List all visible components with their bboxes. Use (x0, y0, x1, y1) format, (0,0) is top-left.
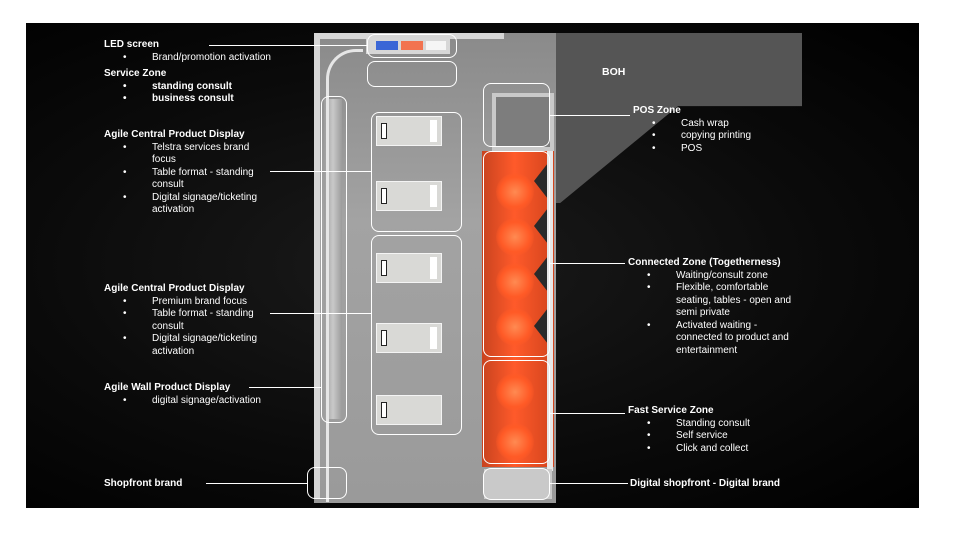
booth-seat (534, 256, 548, 292)
zone-item: Click and collect (628, 443, 750, 456)
zone-item: Digital signage/ticketing activation (104, 192, 269, 217)
zone-title: Service Zone (104, 68, 167, 79)
central-display-1-outline (371, 112, 462, 232)
seating-pod (496, 173, 534, 211)
zone-item: Waiting/consult zone (628, 270, 806, 283)
boh-label: BOH (602, 66, 626, 78)
seating-pod (496, 308, 534, 346)
pos-zone-outline (483, 83, 550, 147)
leader-pos (550, 115, 630, 116)
display-table (376, 116, 442, 146)
zone-title: Connected Zone (Togetherness) (628, 257, 781, 268)
zone-item: digital signage/activation (104, 395, 261, 408)
zone-title: POS Zone (633, 105, 681, 116)
zone-item: copying printing (633, 130, 751, 143)
zone-item: POS (633, 143, 751, 156)
led-screen-outline (367, 34, 457, 58)
booth-seat (534, 208, 548, 244)
zone-title: Agile Wall Product Display (104, 382, 231, 393)
leader-fast-service (550, 413, 625, 414)
leader-wall (249, 387, 321, 388)
central-display-2-annotation: Agile Central Product Display Premium br… (104, 283, 294, 358)
digital-shopfront (484, 469, 552, 499)
led-screen-segment (426, 41, 446, 50)
connected-zone-annotation: Connected Zone (Togetherness) Waiting/co… (628, 257, 828, 357)
leader-central-1 (270, 171, 371, 172)
zone-item: Activated waiting - connected to product… (628, 320, 806, 358)
display-table (376, 323, 442, 353)
zone-title: LED screen (104, 39, 160, 50)
led-screen-annotation: LED screen Brand/promotion activation (104, 39, 271, 64)
central-display-2-outline (371, 235, 462, 435)
shopfront-brand-label: Shopfront brand (104, 478, 183, 489)
seating-pod (496, 373, 534, 411)
shopfront-outline (307, 467, 347, 499)
zone-item: Self service (628, 430, 750, 443)
zone-item: Flexible, comfortable seating, tables - … (628, 282, 806, 320)
led-screen-segment (376, 41, 398, 50)
zone-title: Fast Service Zone (628, 405, 714, 416)
slide: BOH LED screen Brand/promotion activatio… (26, 23, 919, 508)
agile-wall-outline (321, 96, 347, 423)
seating-pod (496, 218, 534, 256)
zone-item: standing consult (104, 81, 234, 94)
leader-connected (550, 263, 625, 264)
leader-digital-shopfront (550, 483, 628, 484)
corridor-outline (326, 49, 363, 502)
zone-item: Cash wrap (633, 118, 751, 131)
connected-zone-wall (547, 151, 553, 471)
service-zone-outline (367, 61, 457, 87)
zone-item: Standing consult (628, 418, 750, 431)
zone-item: Brand/promotion activation (104, 52, 271, 65)
top-wall (314, 33, 504, 39)
zone-item: Digital signage/ticketing activation (104, 333, 269, 358)
zone-title: Agile Central Product Display (104, 129, 245, 140)
agile-wall-annotation: Agile Wall Product Display digital signa… (104, 382, 261, 407)
connected-zone-outline (483, 151, 550, 357)
leader-central-2 (270, 313, 371, 314)
zone-item: business consult (104, 93, 234, 106)
digital-shopfront-outline (483, 468, 550, 500)
zone-title: Agile Central Product Display (104, 283, 245, 294)
central-display-1-annotation: Agile Central Product Display Telstra se… (104, 129, 294, 217)
seating-pod (496, 263, 534, 301)
display-table (376, 253, 442, 283)
display-table (376, 181, 442, 211)
led-screen-segment (401, 41, 423, 50)
booth-seat (534, 163, 548, 199)
digital-shopfront-label: Digital shopfront - Digital brand (630, 478, 780, 489)
fast-service-outline (483, 360, 550, 464)
zone-item: Table format - standing consult (104, 167, 269, 192)
leader-shopfront (206, 483, 307, 484)
pos-zone-annotation: POS Zone Cash wrap copying printing POS (633, 105, 751, 155)
zone-item: Table format - standing consult (104, 308, 269, 333)
leader-led (209, 45, 367, 46)
seating-pod (496, 423, 534, 461)
service-zone-annotation: Service Zone standing consult business c… (104, 68, 234, 106)
fast-service-annotation: Fast Service Zone Standing consult Self … (628, 405, 750, 455)
zone-item: Telstra services brand focus (104, 142, 269, 167)
booth-seat (534, 308, 548, 344)
left-wall (314, 33, 320, 499)
zone-item: Premium brand focus (104, 296, 269, 309)
wall-display-table (376, 395, 442, 425)
